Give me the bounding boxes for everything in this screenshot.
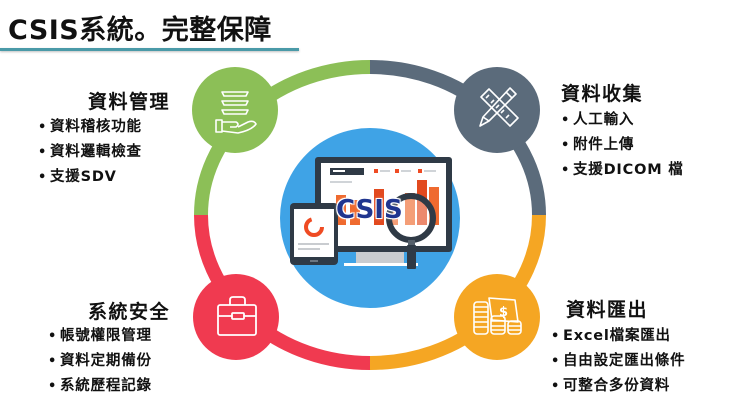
briefcase-icon	[217, 296, 257, 336]
list-item: •帳號權限管理	[48, 328, 152, 344]
section-title: 資料管理	[88, 91, 171, 113]
section-system-security: 系統安全	[88, 297, 170, 324]
section-title: 資料匯出	[566, 299, 649, 321]
list-item: •Excel檔案匯出	[551, 328, 671, 344]
node-orange	[454, 274, 540, 360]
list-item: •可整合多份資料	[551, 378, 671, 394]
section-data-management-list: •資料稽核功能 •資料邏輯檢查 •支援SDV	[38, 113, 142, 190]
center-csis-label: CSIS	[336, 195, 403, 225]
node-slate	[454, 67, 540, 153]
section-data-management: 資料管理	[88, 87, 170, 114]
section-data-export-list: •Excel檔案匯出 •自由設定匯出條件 •可整合多份資料	[551, 322, 685, 399]
list-item: •人工輸入	[561, 112, 635, 128]
section-data-collection: 資料收集 •人工輸入 •附件上傳 •支援DICOM 檔	[561, 79, 684, 183]
list-item: •系統歷程記錄	[48, 378, 152, 394]
title-underline	[0, 48, 299, 51]
section-title: 資料收集	[561, 83, 644, 105]
coins-money-icon: $	[473, 297, 522, 335]
list-item: •附件上傳	[561, 137, 635, 153]
tablet-icon	[290, 203, 338, 265]
section-system-security-list: •帳號權限管理 •資料定期備份 •系統歷程記錄	[48, 322, 152, 399]
list-item: •資料定期備份	[48, 353, 152, 369]
node-red	[193, 274, 279, 360]
magnifier-icon	[386, 193, 436, 269]
list-item: •資料稽核功能	[38, 119, 142, 135]
section-title: 系統安全	[88, 301, 171, 323]
page-title: CSIS系統。完整保障	[8, 15, 272, 46]
list-item: •支援SDV	[38, 169, 117, 185]
list-item: •支援DICOM 檔	[561, 162, 684, 178]
svg-text:$: $	[499, 305, 508, 320]
section-data-export: 資料匯出	[566, 295, 648, 322]
ruler-pencil-icon	[479, 87, 519, 127]
list-item: •自由設定匯出條件	[551, 353, 686, 369]
list-item: •資料邏輯檢查	[38, 144, 142, 160]
hand-layers-icon	[215, 91, 257, 134]
